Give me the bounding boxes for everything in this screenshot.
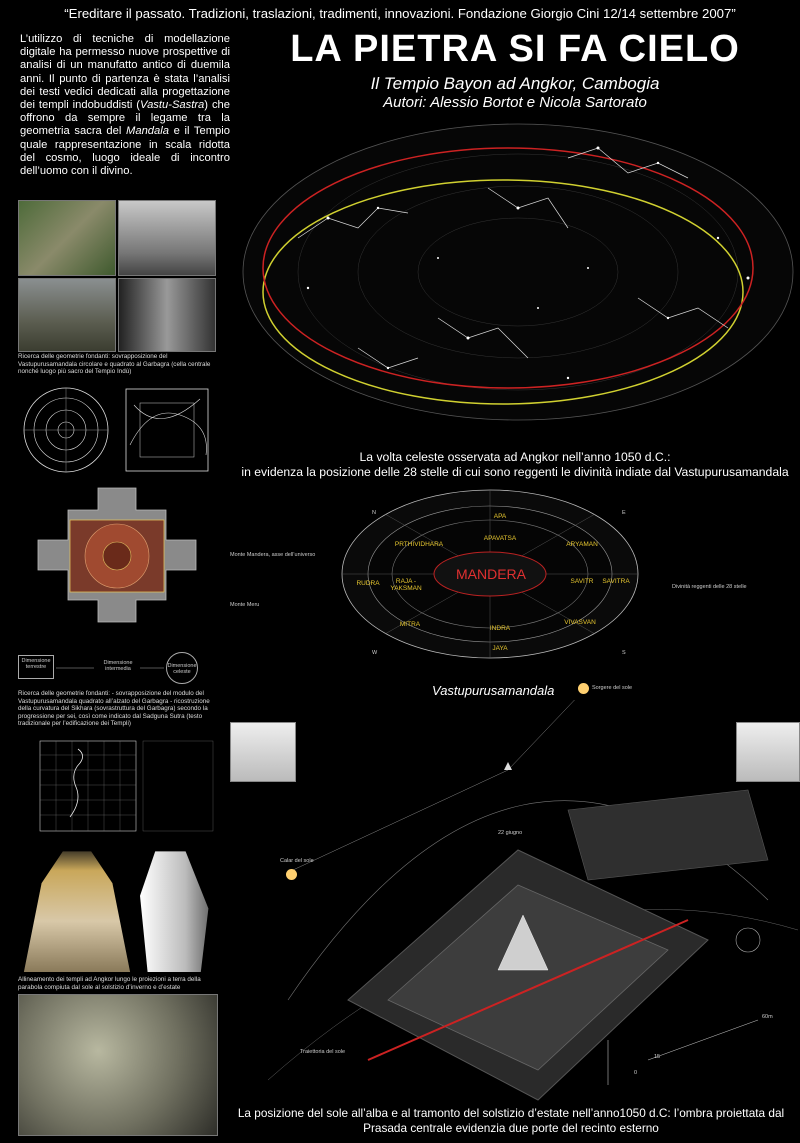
deity-apa: APA [493, 513, 507, 520]
sunrise-icon [578, 683, 589, 694]
deity-savitra: SAVITRA [602, 578, 630, 585]
deity-jaya: JAYA [492, 645, 508, 652]
scale-15-label: 15 [654, 1054, 661, 1060]
dimension-intermediate: Dimensione intermedia [103, 660, 133, 672]
temple-plan-overlay [37, 487, 197, 623]
module-grid-figure [39, 740, 214, 832]
direction-north: N [372, 510, 376, 516]
solar-path-diagram [268, 700, 798, 1101]
shadow-study-left [230, 722, 296, 782]
caption-geometry-2: Ricerca delle geometrie fondanti: - sovr… [18, 690, 210, 728]
deity-apavatsa: APAVATSA [483, 535, 517, 542]
poster-subtitle: Il Tempio Bayon ad Angkor, Cambogia [370, 74, 660, 93]
square-mandala-drawing [125, 388, 209, 472]
poster-title: LA PIETRA SI FA CIELO [290, 28, 740, 70]
sun-trajectory-label: Traiettoria del sole [300, 1049, 346, 1055]
sunrise-label: Sorgere del sole [592, 685, 633, 691]
mandala-center-label: MANDERA [455, 566, 526, 582]
deity-raja-yaksman: RAJA -YAKSMAN [390, 578, 422, 592]
sikhara-elevation-figure [23, 851, 131, 972]
ruling-deities-label: Divinità reggenti delle 28 stelle [672, 584, 747, 590]
mount-mandera-label: Monte Mandera, asse dell’universo [230, 552, 316, 558]
direction-east: E [622, 510, 626, 516]
deity-vivasvan: VIVASVAN [564, 619, 596, 626]
temple-gallery-render [118, 278, 216, 352]
sunset-label: Calar del sole [280, 858, 314, 864]
solstice-date-label: 22 giugno [498, 830, 523, 836]
deity-prthividhara: PRTHIVIDHARA [394, 541, 444, 548]
deity-mitra: MITRA [399, 621, 421, 628]
scale-60m-label: 60m [762, 1014, 773, 1020]
poster-authors: Autori: Alessio Bortot e Nicola Sartorat… [383, 94, 647, 111]
celestial-vault-map [242, 123, 794, 421]
sikhara-section-figure [140, 851, 209, 972]
dimension-arrows [56, 667, 164, 669]
deity-indra: INDRA [489, 625, 511, 632]
deity-savitr: SAVITR [570, 578, 594, 585]
dimension-celestial: Dimensione celeste [166, 652, 198, 684]
scale-0-label: 0 [634, 1070, 638, 1076]
sunset-icon [286, 869, 297, 880]
shadow-study-right [736, 722, 800, 782]
direction-south: S [622, 650, 626, 656]
vastupurusamandala-diagram [341, 489, 639, 659]
temple-model-render [118, 200, 216, 276]
intro-paragraph: L’utilizzo di tecniche di modellazione d… [20, 33, 230, 178]
temple-caption: La posizione del sole all’alba e al tram… [237, 1106, 785, 1135]
temple-aerial-photo [18, 200, 116, 276]
mandala-name: Vastupurusamandala [432, 683, 555, 698]
mount-meru-label: Monte Meru [230, 602, 260, 608]
deity-rudra: RUDRA [356, 580, 380, 587]
conference-line: “Ereditare il passato. Tradizioni, trasl… [64, 6, 736, 21]
circular-mandala-drawing [23, 387, 109, 473]
deity-aryaman: ARYAMAN [566, 541, 598, 548]
angkor-satellite-map [18, 994, 218, 1136]
sky-caption: La volta celeste osservata ad Angkor nel… [241, 450, 789, 479]
caption-geometry-1: Ricerca delle geometrie fondanti: sovrap… [18, 353, 211, 376]
dimension-terrestrial: Dimensione terrestre [18, 655, 54, 679]
temple-faces-photo [18, 278, 116, 352]
direction-west: W [372, 650, 378, 656]
caption-alignment: Allineamento dei templi ad Angkor lungo … [18, 976, 201, 991]
